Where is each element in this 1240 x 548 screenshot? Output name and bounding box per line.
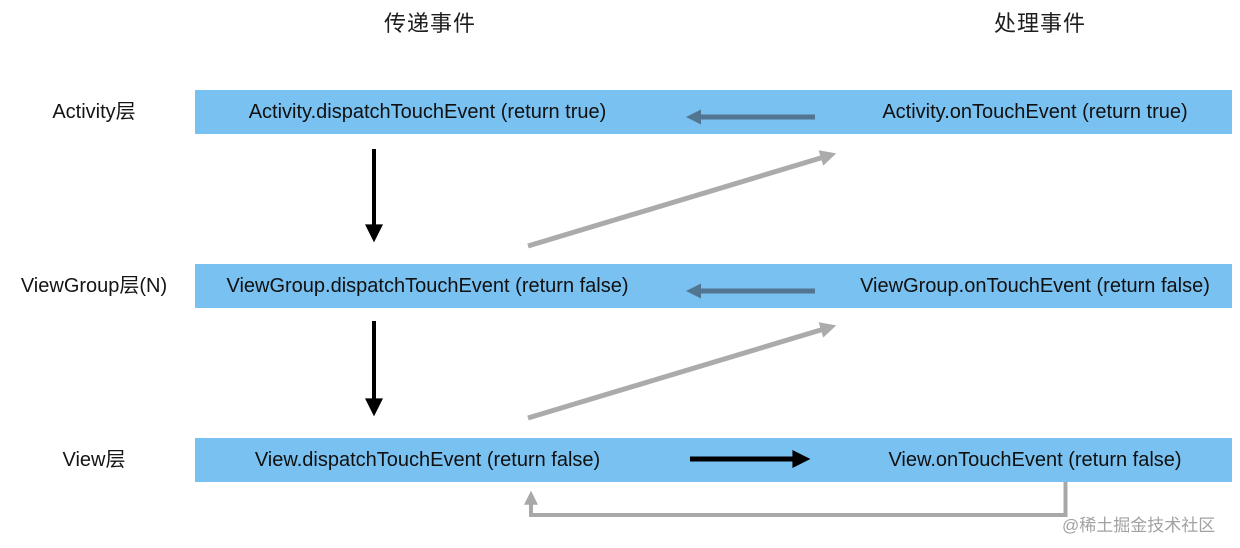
column-header-handle-events: 处理事件 — [993, 11, 1086, 36]
diagonal-up-right-arrow-icon-to-activity-ontouch — [527, 150, 837, 249]
u-turn-up-arrow-icon-view-return — [524, 482, 1068, 517]
column-header-pass-events: 传递事件 — [383, 11, 476, 36]
row-label-viewgroup: ViewGroup层(N) — [20, 275, 168, 297]
activity-dispatch-label: Activity.dispatchTouchEvent (return true… — [248, 101, 607, 123]
activity-ontouch-label: Activity.onTouchEvent (return true) — [882, 101, 1188, 123]
watermark: @稀土掘金技术社区 — [1062, 516, 1216, 535]
viewgroup-ontouch-label: ViewGroup.onTouchEvent (return false) — [860, 275, 1210, 297]
view-ontouch-label: View.onTouchEvent (return false) — [888, 449, 1182, 471]
activity-bar: Activity.dispatchTouchEvent (return true… — [195, 90, 1232, 134]
viewgroup-bar: ViewGroup.dispatchTouchEvent (return fal… — [195, 264, 1232, 308]
row-label-view: View层 — [62, 449, 126, 471]
view-bar: View.dispatchTouchEvent (return false) V… — [195, 438, 1232, 482]
viewgroup-dispatch-label: ViewGroup.dispatchTouchEvent (return fal… — [226, 275, 629, 297]
view-dispatch-label: View.dispatchTouchEvent (return false) — [254, 449, 601, 471]
row-label-activity: Activity层 — [52, 101, 136, 123]
diagonal-up-right-arrow-icon-to-viewgroup-ontouch — [527, 322, 837, 421]
